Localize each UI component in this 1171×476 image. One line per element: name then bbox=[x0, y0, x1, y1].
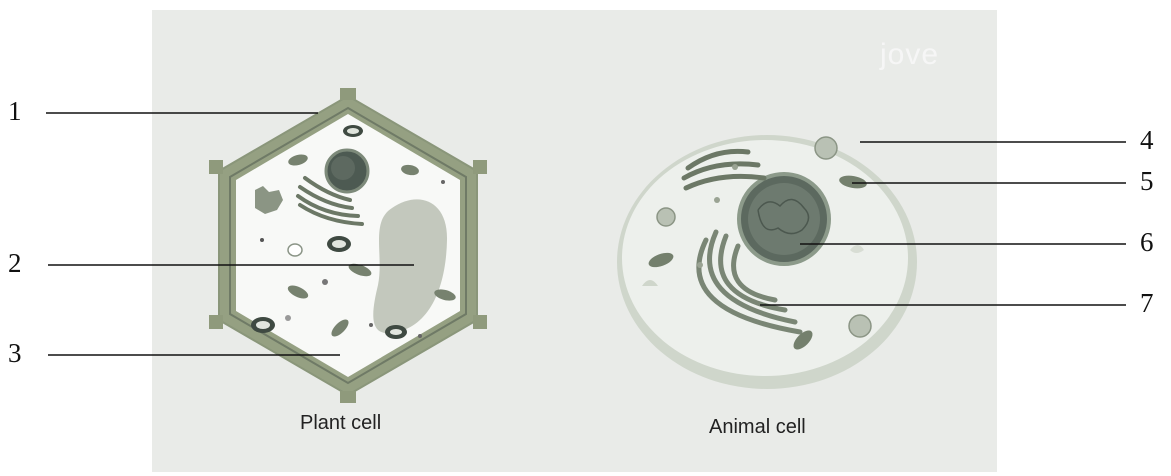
animal-cell-caption: Animal cell bbox=[709, 416, 806, 439]
plant-cell-caption: Plant cell bbox=[300, 412, 381, 435]
label-6: 6 bbox=[1140, 229, 1154, 256]
label-4: 4 bbox=[1140, 127, 1154, 154]
label-5: 5 bbox=[1140, 168, 1154, 195]
leader-lines bbox=[46, 113, 1126, 355]
label-1: 1 bbox=[8, 98, 22, 125]
label-2: 2 bbox=[8, 250, 22, 277]
label-7: 7 bbox=[1140, 290, 1154, 317]
animal-cell bbox=[617, 135, 917, 389]
label-3: 3 bbox=[8, 340, 22, 367]
